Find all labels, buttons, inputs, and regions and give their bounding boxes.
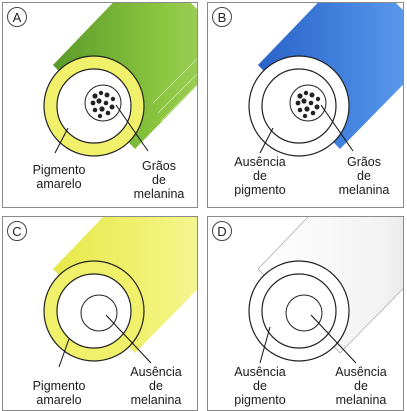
panel-letter: C: [7, 221, 27, 241]
medulla: [290, 85, 326, 121]
label-right: Grãos de melanina: [324, 155, 404, 197]
label-right: Grãos de melanina: [119, 159, 198, 201]
label-left: Pigmento amarelo: [19, 163, 99, 191]
medulla: [81, 295, 117, 331]
panel-letter: B: [212, 7, 232, 27]
panel-letter: D: [212, 221, 232, 241]
panel-b: B Ausência de pigmento Grãos de melanina: [207, 2, 404, 208]
label-right: Ausência de melanina: [113, 365, 198, 407]
panel-c: C Pigmento amarelo Ausência de melanina: [2, 216, 198, 411]
label-left: Pigmento amarelo: [19, 379, 99, 407]
panel-a: A Pigmento amarelo Grãos de melanina: [2, 2, 198, 208]
label-right: Ausência de melanina: [318, 365, 404, 407]
medulla: [85, 85, 121, 121]
medulla: [286, 295, 322, 331]
panel-letter: A: [7, 7, 27, 27]
label-left: Ausência de pigmento: [220, 155, 300, 197]
label-left: Ausência de pigmento: [220, 365, 300, 407]
panel-d: D Ausência de pigmento Ausência de melan…: [207, 216, 404, 411]
